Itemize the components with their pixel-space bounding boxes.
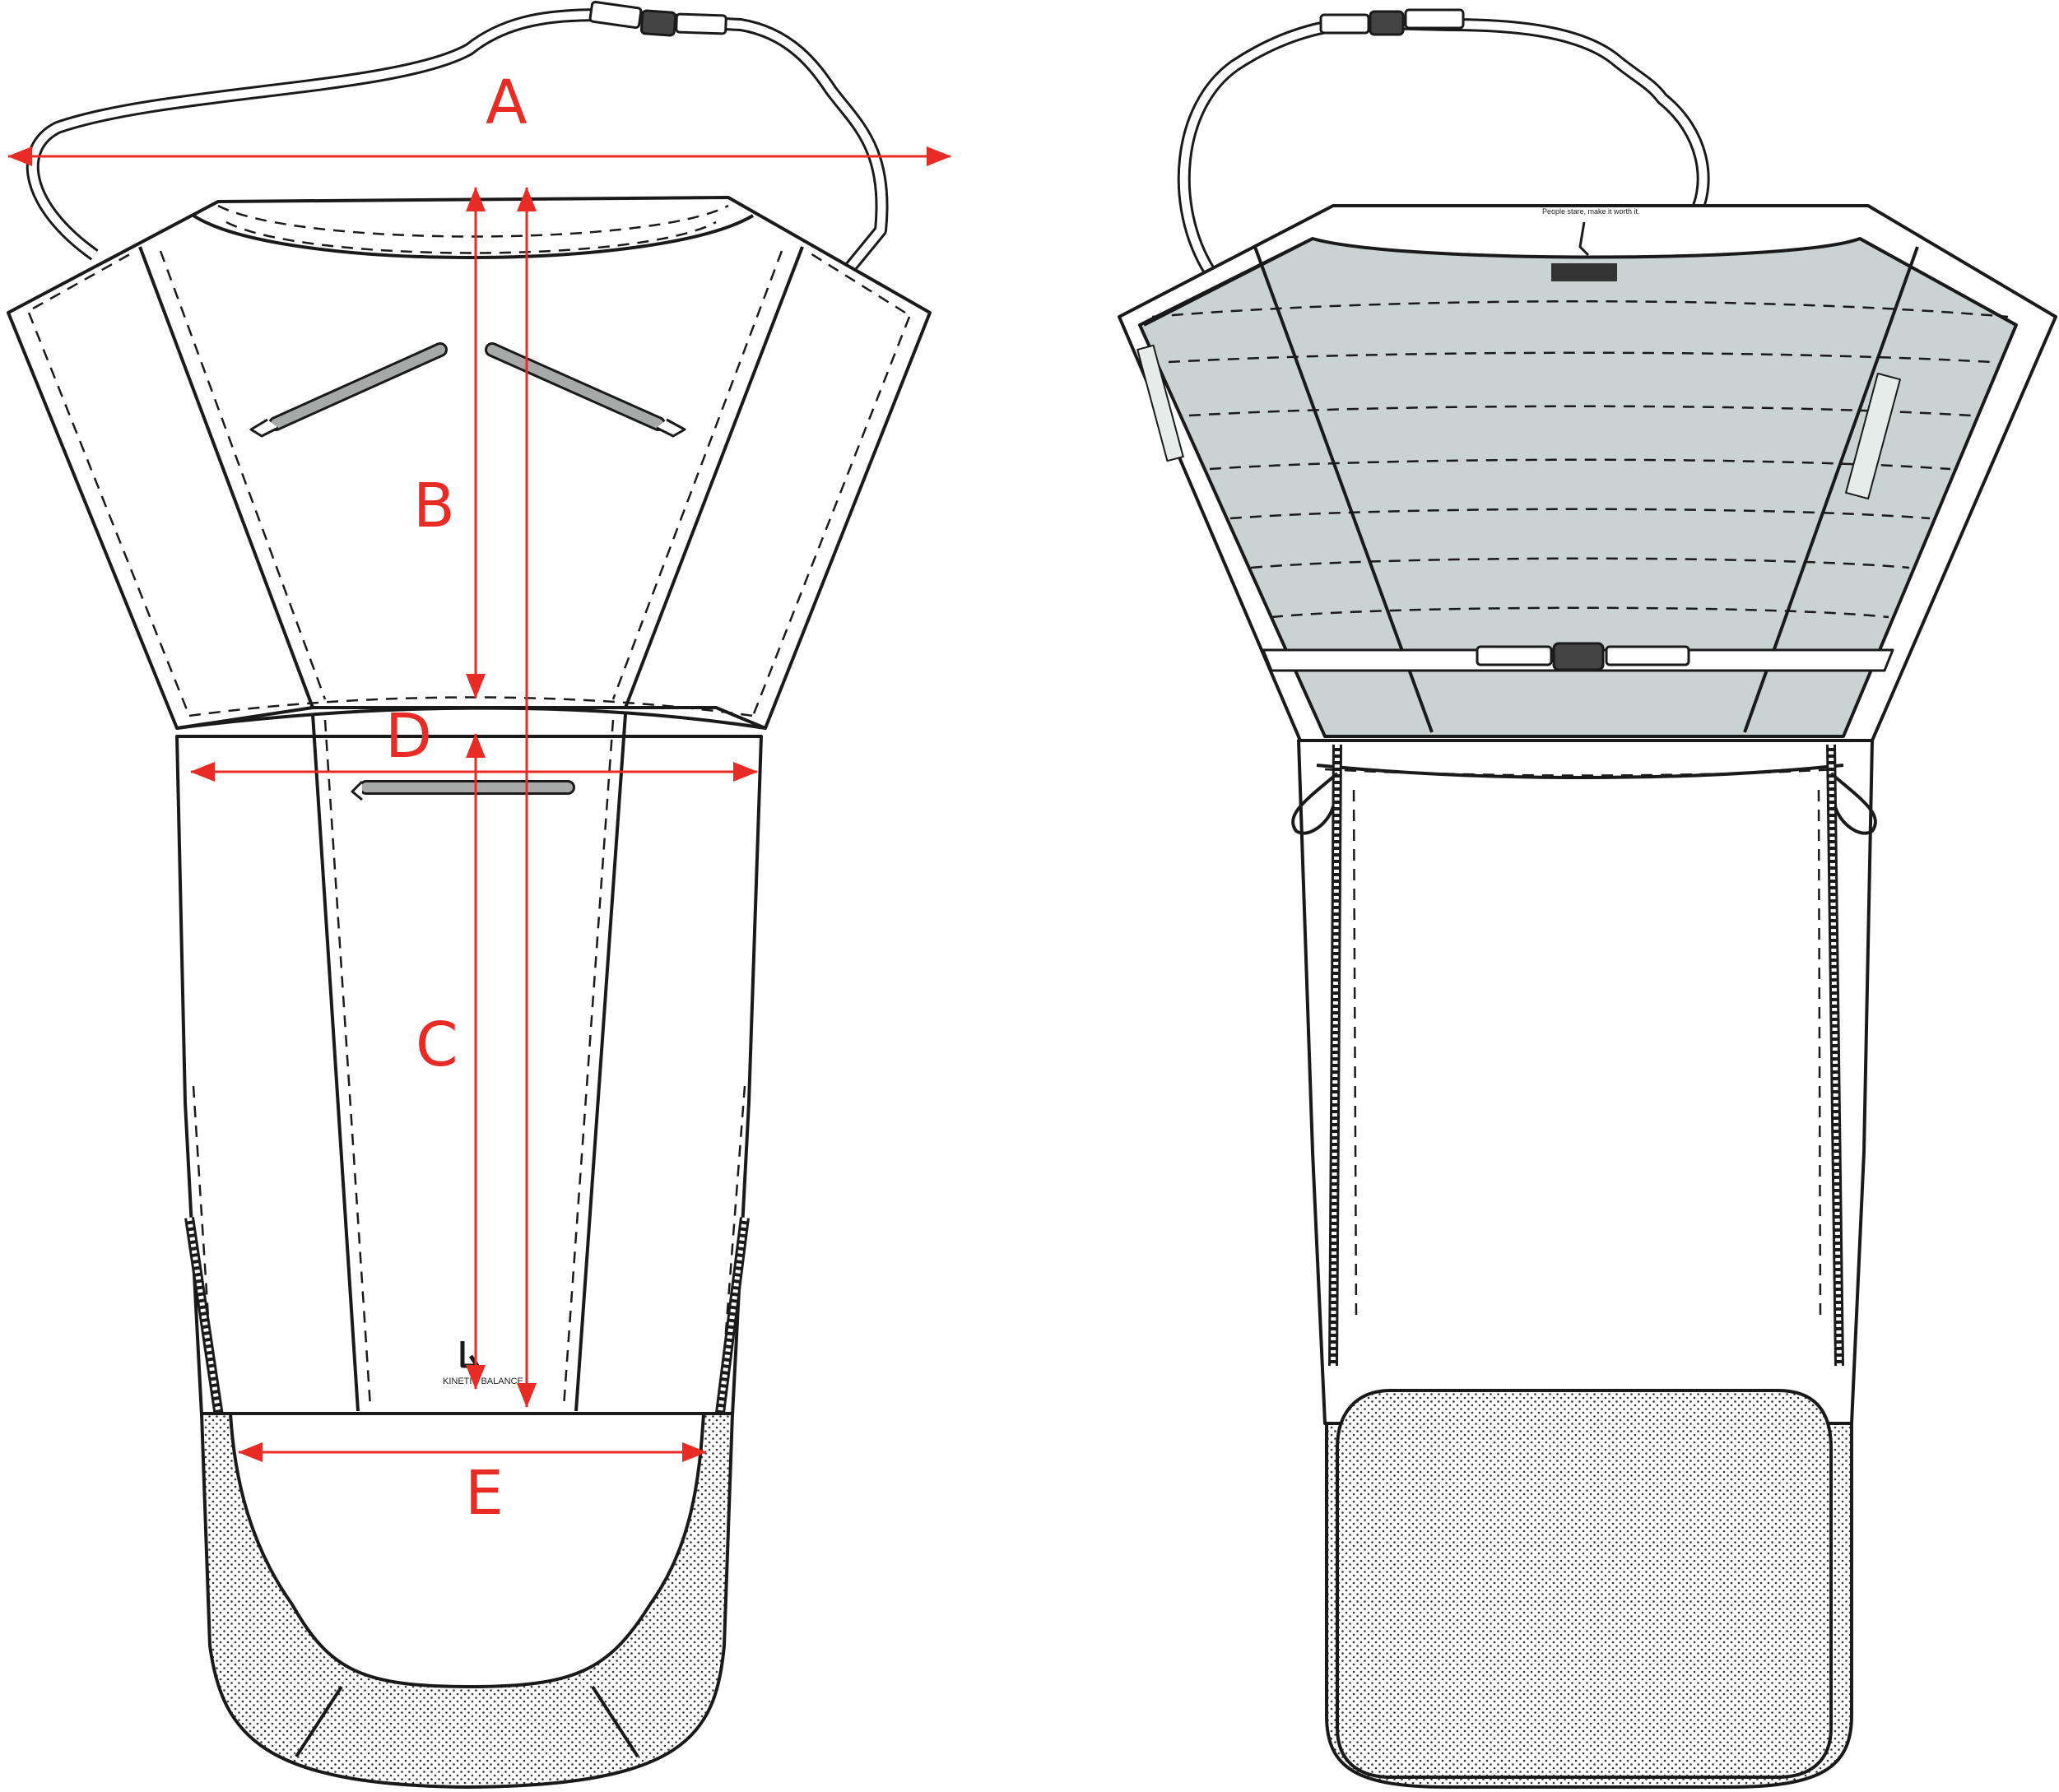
dim-label-a: A [486, 67, 528, 138]
front-main-body [175, 735, 763, 1417]
dim-label-c: C [416, 1010, 458, 1080]
dimension-lines [7, 146, 951, 1462]
dim-label-b: B [413, 471, 455, 541]
back-view [1118, 8, 2057, 1789]
collar-label [1551, 221, 1617, 281]
back-main-body [1297, 739, 1874, 1425]
dim-label-d: D [385, 701, 432, 772]
brand-name: KINETIC BALANCE [443, 1376, 523, 1386]
back-side-zippers [1291, 744, 1877, 1367]
strap-buckle-icon [588, 0, 727, 37]
sternum-buckle-icon [1476, 642, 1690, 671]
brand-slogan: People stare, make it worth it. [1542, 207, 1640, 216]
back-strap-buckle-icon [1319, 8, 1465, 36]
dim-label-e: E [465, 1458, 504, 1529]
